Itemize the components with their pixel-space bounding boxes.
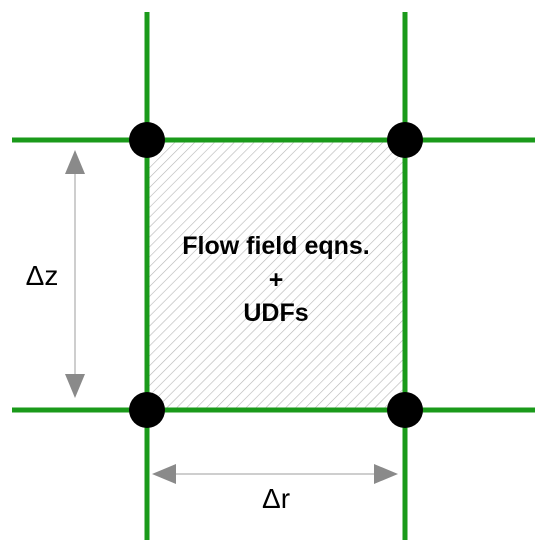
node-bottom-left [129, 392, 165, 428]
arrow-head-down [65, 374, 85, 398]
cell-label-line1: Flow field eqns. [182, 232, 370, 260]
hatched-cell [147, 140, 405, 410]
delta-r-arrow [152, 464, 398, 484]
nodes [129, 122, 423, 428]
node-top-left [129, 122, 165, 158]
node-top-right [387, 122, 423, 158]
arrow-head-left [152, 464, 176, 484]
arrow-head-up [65, 150, 85, 174]
node-bottom-right [387, 392, 423, 428]
cell-label-line3: UDFs [243, 299, 308, 327]
delta-z-arrow [65, 150, 85, 398]
arrow-head-right [374, 464, 398, 484]
delta-z-label: Δz [26, 260, 59, 291]
delta-r-label: Δr [262, 483, 290, 514]
cell-label-line2: + [269, 266, 284, 294]
grid-lines [12, 12, 535, 540]
